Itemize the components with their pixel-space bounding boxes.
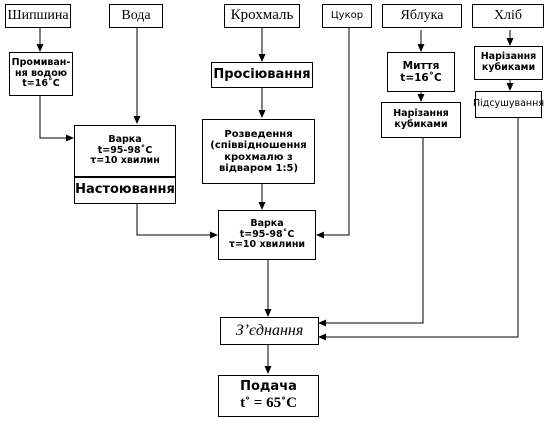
ingredient-rosehip-label: Шипшина (7, 7, 69, 23)
step-sift-label: Просіювання (213, 66, 311, 82)
arrow-dry-to-combine (318, 118, 519, 341)
arrow-sugar-to-boil2 (316, 24, 350, 239)
step-rinse: Промиван- ня водою t=16˚С (9, 52, 73, 96)
step-cut-apples: Нарізання кубиками (381, 102, 461, 138)
step-serve: Подача t˚ = 65˚С (218, 375, 319, 417)
step-infuse-label: Настоювання (75, 182, 175, 198)
step-boil-1: Варка t=95-98˚С τ=10 хвилин (74, 125, 176, 177)
step-dilute: Розведення (співвідношення крохмалю з ві… (202, 119, 315, 184)
step-boil-2-line3: τ=10 хвилини (228, 239, 306, 251)
step-cut-apples-line1: Нарізання (393, 108, 449, 120)
step-boil-1-line1: Варка (108, 133, 142, 145)
step-sift: Просіювання (211, 62, 313, 88)
ingredient-sugar-label: Цукор (330, 10, 364, 22)
ingredient-water-label: Вода (121, 7, 151, 23)
step-dry: Підсушування (472, 91, 545, 118)
step-boil-1-line2: t=95-98˚С (97, 144, 153, 156)
ingredient-starch: Крохмаль (224, 4, 300, 28)
step-dilute-line4: відваром 1:5) (218, 163, 299, 174)
ingredient-starch-label: Крохмаль (230, 7, 294, 24)
step-wash-line1: Миття (402, 59, 440, 72)
step-boil-2-line2: t=95-98˚С (239, 228, 295, 240)
step-infuse: Настоювання (74, 177, 176, 204)
step-rinse-line2: ня водою (15, 67, 67, 79)
step-serve-line2: t˚ = 65˚С (240, 394, 297, 411)
ingredient-bread-label: Хліб (493, 7, 523, 23)
ingredient-rosehip: Шипшина (5, 4, 71, 28)
step-dry-label: Підсушування (472, 98, 545, 110)
step-dilute-line1: Розведення (224, 128, 293, 140)
arrow-infuse-to-boil2 (136, 204, 218, 239)
ingredient-apples: Яблука (382, 4, 462, 28)
step-rinse-line3: t=16˚С (22, 78, 60, 90)
ingredient-water: Вода (109, 4, 163, 28)
ingredient-apples-label: Яблука (400, 7, 444, 23)
arrow-cut-apples-to-combine (318, 138, 424, 327)
step-boil-2: Варка t=95-98˚С τ=10 хвилини (218, 210, 316, 260)
step-cut-bread-line2: кубиками (481, 62, 536, 73)
step-wash-line2: t=16˚С (400, 72, 442, 84)
step-dilute-line3: крохмалю з (224, 151, 293, 163)
step-boil-2-line1: Варка (250, 217, 284, 229)
ingredient-bread: Хліб (472, 4, 544, 28)
step-wash: Миття t=16˚С (387, 52, 455, 92)
step-dilute-line2: (співвідношення (210, 140, 307, 151)
step-cut-bread-line1: Нарізання (480, 51, 537, 63)
step-combine-label: З’єднання (235, 321, 304, 339)
step-cut-apples-line2: кубиками (394, 119, 448, 130)
step-combine: З’єднання (220, 317, 319, 345)
step-serve-line1: Подача (240, 378, 297, 394)
step-boil-1-line3: τ=10 хвилин (90, 155, 160, 167)
step-cut-bread: Нарізання кубиками (474, 46, 543, 80)
step-rinse-line1: Промиван- (11, 56, 71, 68)
arrow-rinse-to-boil1 (39, 96, 74, 142)
ingredient-sugar: Цукор (322, 4, 372, 28)
